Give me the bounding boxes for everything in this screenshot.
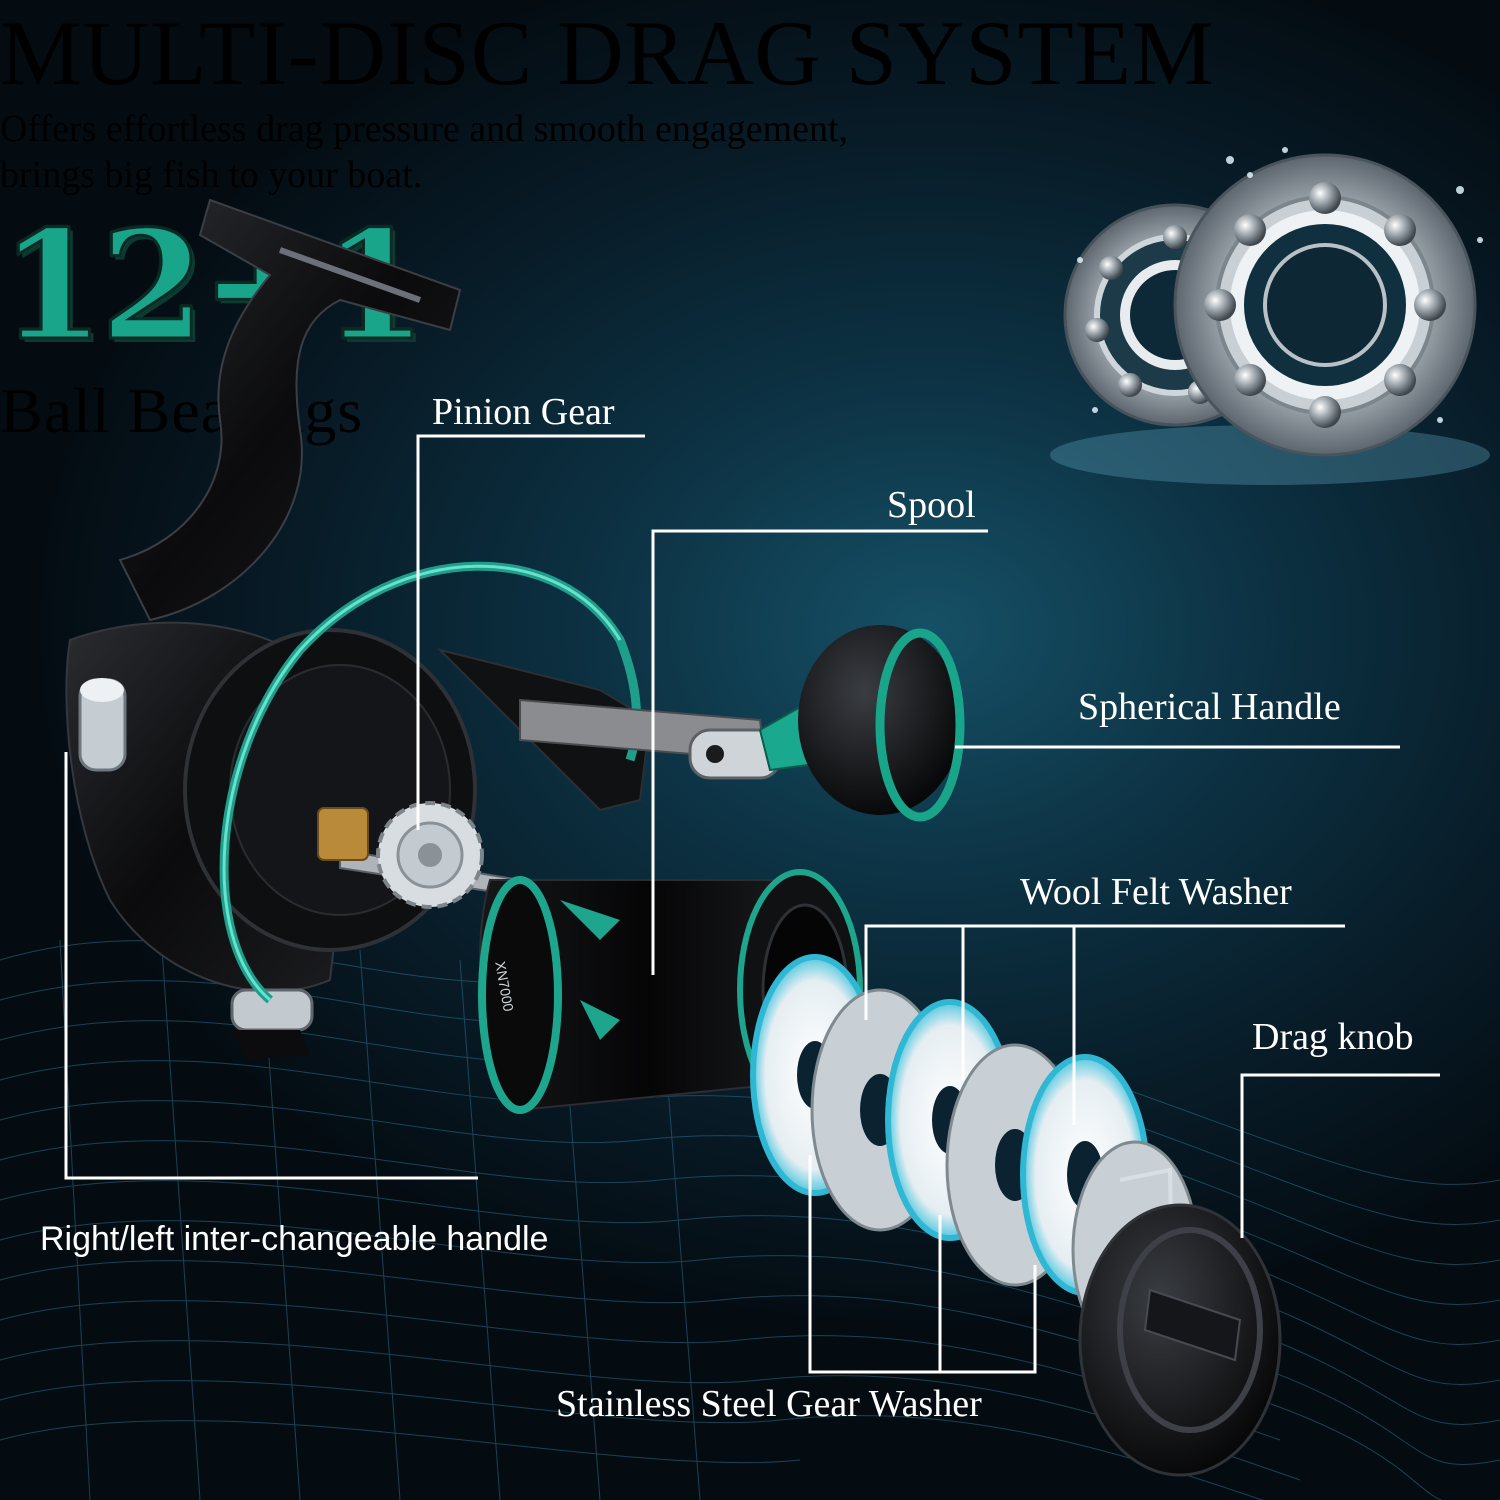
subtitle-line-1: Offers effortless drag pressure and smoo… xyxy=(0,108,849,150)
callout-line-handle xyxy=(64,752,478,1180)
callout-line-drag-knob xyxy=(1240,1073,1440,1238)
reel-illustration xyxy=(65,198,1282,1477)
bearing-label: Ball Bearings xyxy=(0,375,364,446)
callout-drag-knob: Drag knob xyxy=(1252,1016,1414,1058)
subtitle: Offers effortless drag pressure and smoo… xyxy=(0,106,1500,198)
callout-line-gear-washer xyxy=(808,1155,1037,1374)
callout-wool-felt-washer: Wool Felt Washer xyxy=(1020,871,1292,913)
pinion-gear-image xyxy=(376,801,484,909)
callout-line-spool xyxy=(651,529,988,975)
callout-handle: Right/left inter-changeable handle xyxy=(40,1220,549,1258)
callout-spool: Spool xyxy=(887,484,976,526)
callout-gear-washer: Stainless Steel Gear Washer xyxy=(556,1383,982,1425)
subtitle-line-2: brings big fish to your boat. xyxy=(0,154,423,196)
callout-pinion-gear: Pinion Gear xyxy=(432,391,615,433)
callout-line-wool-felt-washer xyxy=(864,924,1345,1020)
drag-knob-image xyxy=(1078,1203,1282,1477)
callout-line-pinion-gear xyxy=(416,434,645,830)
page-title: MULTI-DISC DRAG SYSTEM xyxy=(0,2,1215,104)
ball-bearings-image xyxy=(1050,147,1490,485)
callout-lines xyxy=(64,434,1440,1374)
callout-spherical-handle: Spherical Handle xyxy=(1078,686,1341,728)
